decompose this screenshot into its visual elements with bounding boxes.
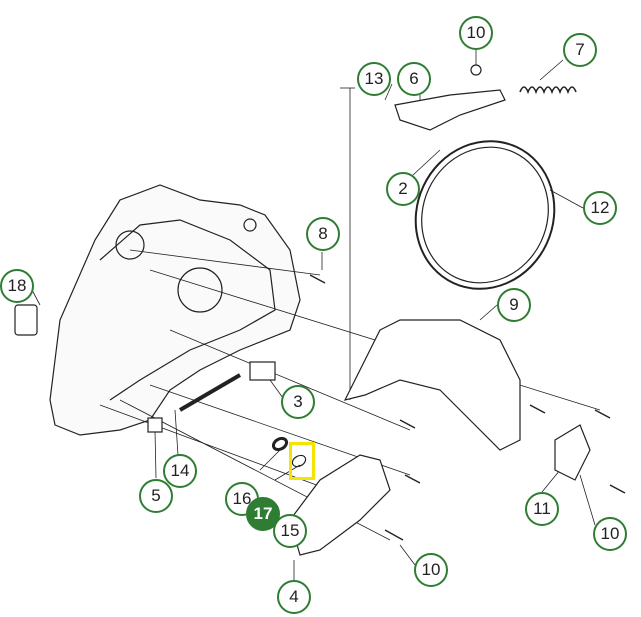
brake-band — [414, 140, 556, 290]
callout-14[interactable]: 14 — [163, 454, 197, 488]
callout-9[interactable]: 9 — [497, 288, 531, 322]
callout-8[interactable]: 8 — [306, 217, 340, 251]
callout-2[interactable]: 2 — [386, 172, 420, 206]
callout-11[interactable]: 11 — [525, 492, 559, 526]
callout-3[interactable]: 3 — [281, 385, 315, 419]
tensioner-screw — [178, 373, 242, 412]
chain-guard — [343, 319, 521, 451]
callout-10[interactable]: 10 — [414, 553, 448, 587]
callout-5[interactable]: 5 — [139, 479, 173, 513]
bottom-cover — [289, 454, 391, 556]
callout-13[interactable]: 13 — [357, 62, 391, 96]
callout-6[interactable]: 6 — [397, 62, 431, 96]
spring — [519, 86, 577, 95]
clutch-cover-housing — [49, 184, 301, 436]
callout-10[interactable]: 10 — [459, 16, 493, 50]
callout-4[interactable]: 4 — [277, 580, 311, 614]
callout-15[interactable]: 15 — [273, 514, 307, 548]
selected-part-highlight — [289, 442, 315, 480]
callout-18[interactable]: 18 — [0, 269, 34, 303]
callout-12[interactable]: 12 — [583, 191, 617, 225]
callout-10[interactable]: 10 — [593, 517, 627, 551]
brake-lever — [394, 89, 506, 131]
callout-7[interactable]: 7 — [563, 33, 597, 67]
